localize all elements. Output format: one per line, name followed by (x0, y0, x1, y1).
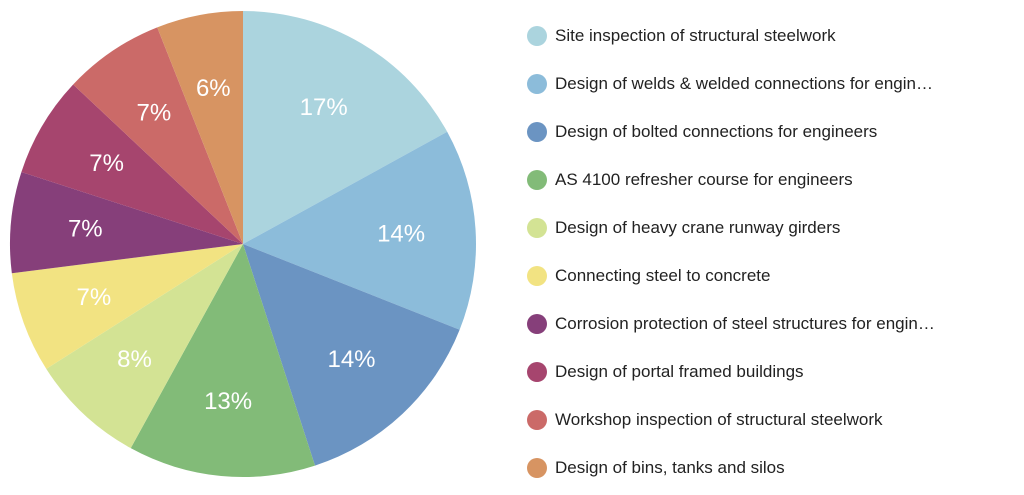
legend-label: Workshop inspection of structural steelw… (555, 410, 883, 429)
legend-item-2: Design of bolted connections for enginee… (527, 108, 1017, 156)
pie-slice-8 (73, 27, 244, 245)
legend-item-8: Workshop inspection of structural steelw… (527, 396, 1017, 444)
legend-swatch-icon (527, 218, 547, 238)
pie-slice-label-8: 7% (137, 100, 172, 127)
pie-slice-label-0: 17% (300, 94, 348, 121)
legend-label: Connecting steel to concrete (555, 266, 771, 285)
legend-swatch-icon (527, 314, 547, 334)
legend-item-7: Design of portal framed buildings (527, 348, 1017, 396)
pie-slice-5 (11, 244, 243, 369)
pie-slice-3 (130, 244, 316, 477)
pie-slice-4 (46, 244, 244, 449)
pie-slice-1 (243, 131, 476, 330)
pie-slice-label-1: 14% (377, 221, 425, 248)
legend-label: Design of bins, tanks and silos (555, 458, 785, 477)
legend-item-0: Site inspection of structural steelwork (527, 12, 1017, 60)
pie-slice-label-2: 14% (327, 346, 375, 373)
legend-swatch-icon (527, 170, 547, 190)
pie-slice-labels: 17% 14% 14% 13% 8% 7% 7% 7% 7% 6% (68, 75, 425, 415)
legend-item-5: Connecting steel to concrete (527, 252, 1017, 300)
pie-slice-label-5: 7% (77, 284, 112, 311)
pie-slice-2 (243, 244, 460, 466)
legend-label: Site inspection of structural steelwork (555, 26, 836, 45)
legend-label: Design of bolted connections for enginee… (555, 122, 878, 141)
pie-slice-label-3: 13% (204, 388, 252, 415)
legend-item-9: Design of bins, tanks and silos (527, 444, 1017, 492)
legend-swatch-icon (527, 266, 547, 286)
legend-swatch-icon (527, 362, 547, 382)
legend-label: Corrosion protection of steel structures… (555, 314, 935, 333)
legend-item-1: Design of welds & welded connections for… (527, 60, 1017, 108)
legend-item-3: AS 4100 refresher course for engineers (527, 156, 1017, 204)
legend-label: AS 4100 refresher course for engineers (555, 170, 853, 189)
pie-slice-label-7: 7% (89, 150, 124, 177)
pie-slice-6 (9, 171, 243, 274)
legend-label: Design of welds & welded connections for… (555, 74, 933, 93)
pie-slice-9 (157, 11, 243, 244)
pie-slice-label-9: 6% (196, 75, 231, 102)
legend-swatch-icon (527, 26, 547, 46)
legend-swatch-icon (527, 410, 547, 430)
pie-slice-0 (243, 11, 448, 244)
pie-slices (9, 11, 476, 477)
legend-swatch-icon (527, 122, 547, 142)
pie-plot: 17% 14% 14% 13% 8% 7% 7% 7% 7% 6% (9, 11, 476, 477)
pie-slice-label-4: 8% (117, 346, 152, 373)
pie-slice-label-6: 7% (68, 216, 103, 243)
legend-swatch-icon (527, 458, 547, 478)
legend-label: Design of heavy crane runway girders (555, 218, 841, 237)
legend-item-6: Corrosion protection of steel structures… (527, 300, 1017, 348)
pie-slice-7 (21, 84, 243, 245)
legend-swatch-icon (527, 74, 547, 94)
legend-item-4: Design of heavy crane runway girders (527, 204, 1017, 252)
legend-label: Design of portal framed buildings (555, 362, 804, 381)
